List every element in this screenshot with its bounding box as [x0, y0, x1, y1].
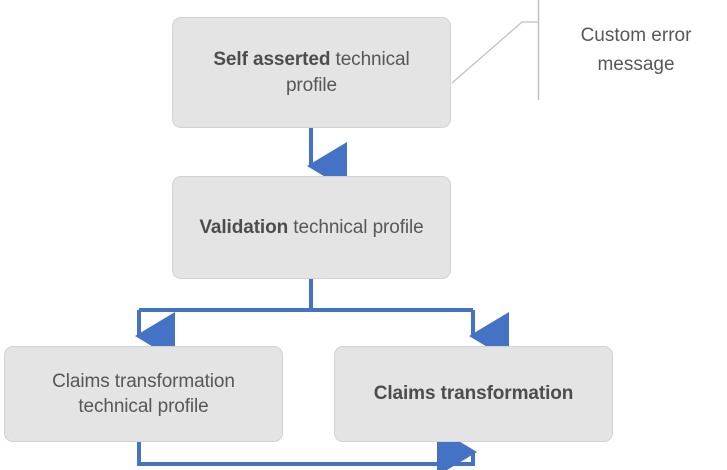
arrow-claims-left-to-claims-right-loop: [137, 428, 477, 470]
node-claims-transformation[interactable]: Claims transformation: [334, 346, 613, 442]
node-validation-emphasis: Validation: [199, 216, 289, 238]
callout-leader-line: [451, 21, 538, 84]
node-claims-transformation-technical-profile[interactable]: Claims transformation technical profile: [4, 346, 283, 442]
node-claims-left-rest: Claims transformation technical profile: [52, 370, 235, 417]
node-claims-right-emphasis: Claims transformation: [373, 383, 574, 405]
node-claims-left-label: Claims transformation technical profile: [19, 369, 268, 420]
node-claims-right-label: Claims transformation: [349, 381, 598, 406]
callout-custom-error-message: Custom error message: [580, 25, 692, 75]
node-self-asserted-technical-profile[interactable]: Self asserted technical profile: [172, 17, 451, 128]
node-self-asserted-emphasis: Self asserted: [213, 49, 331, 71]
node-validation-rest: technical profile: [288, 216, 424, 238]
node-self-asserted-label: Self asserted technical profile: [187, 47, 436, 98]
node-validation-label: Validation technical profile: [187, 215, 436, 240]
node-validation-technical-profile[interactable]: Validation technical profile: [172, 176, 451, 279]
node-self-asserted-rest: technical profile: [285, 49, 410, 96]
